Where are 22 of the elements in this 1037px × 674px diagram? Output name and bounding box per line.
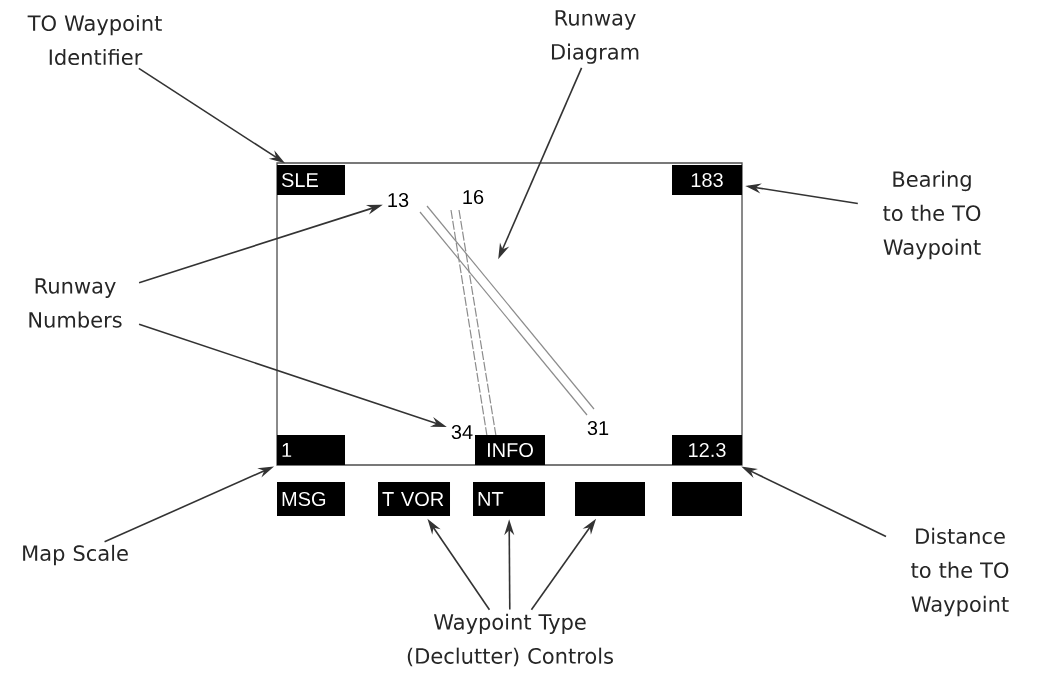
runway-number: 16 xyxy=(463,189,484,205)
screen-field: INFO xyxy=(475,435,545,465)
callout-text: Runway Numbers xyxy=(29,278,122,328)
callout-text: TO Waypoint Identifier xyxy=(27,14,162,66)
screen-field: SLE xyxy=(277,165,345,195)
callout-text: Distance to the TO Waypoint xyxy=(911,527,1009,617)
softkey-label: T VOR xyxy=(378,482,450,516)
callout-text: Waypoint Type (Declutter) Controls xyxy=(407,613,613,667)
callout-text: Runway Diagram xyxy=(552,10,639,64)
screen-field: 12.3 xyxy=(672,435,742,465)
runway-number: 13 xyxy=(388,192,409,208)
softkey-label xyxy=(575,482,645,516)
runway-number: 34 xyxy=(451,424,473,440)
callout-text: Map Scale xyxy=(23,544,128,566)
screen-field: 183 xyxy=(672,165,742,195)
runway-number: 31 xyxy=(587,420,609,436)
display-screen xyxy=(276,162,743,466)
screen-field: 1 xyxy=(277,435,345,465)
softkey-label: MSG xyxy=(277,482,345,516)
callout-text: Bearing to the TO Waypoint xyxy=(883,170,981,260)
softkey-label xyxy=(672,482,742,516)
softkey-label: NT xyxy=(473,482,545,516)
